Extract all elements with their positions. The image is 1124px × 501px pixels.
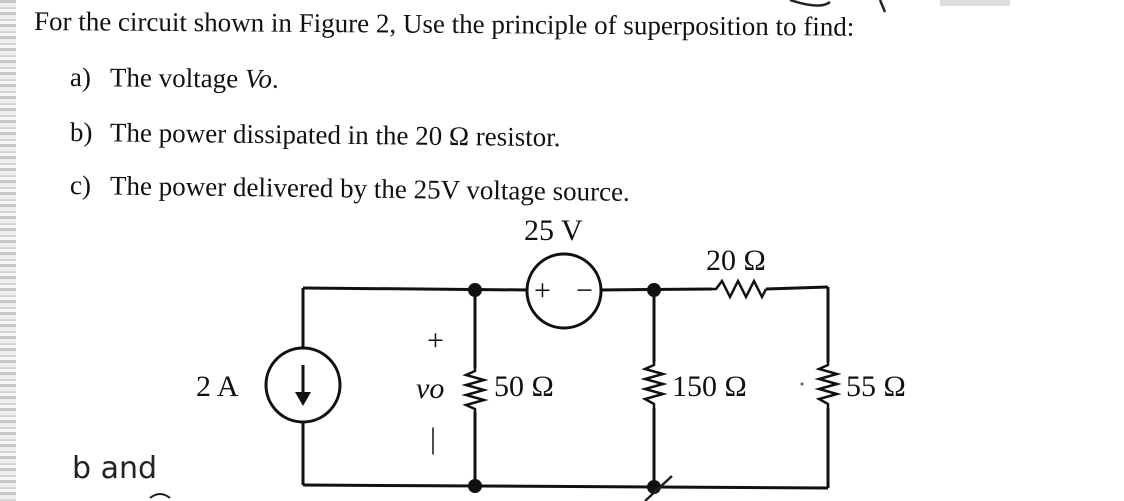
page-top-smudge — [940, 0, 1010, 6]
resistor-150-label: 150 Ω — [672, 370, 747, 403]
vo-minus-sign: | — [430, 422, 436, 455]
wire-top-right — [765, 285, 829, 291]
wire-top-left — [302, 286, 531, 292]
pen-mark-bottom — [644, 475, 673, 501]
scanned-page-edge — [0, 0, 16, 501]
node-top-b — [647, 283, 661, 297]
vo-plus-sign: + — [427, 324, 444, 357]
resistor-50-symbol — [461, 368, 489, 412]
resistor-20-label: 20 Ω — [706, 244, 766, 277]
current-source-label: 2 A — [196, 370, 239, 403]
node-top-a — [468, 283, 482, 297]
resistor-55-label: 55 Ω — [846, 370, 906, 403]
pen-scribble-mark — [789, 0, 887, 13]
resistor-55-symbol — [814, 362, 842, 408]
current-arrow-head — [295, 392, 311, 406]
resistor-50-label: 50 Ω — [494, 370, 554, 403]
voltage-source-minus: − — [576, 274, 593, 307]
vo-label: vo — [416, 372, 444, 405]
resistor-150-symbol — [640, 362, 668, 408]
stray-dot — [800, 382, 804, 386]
voltage-source-symbol — [525, 252, 603, 330]
resistor-20-symbol — [712, 278, 768, 300]
voltage-source-plus: + — [534, 274, 551, 307]
node-bottom-a — [468, 479, 482, 493]
handwritten-note: b and — [72, 451, 157, 486]
voltage-source-label: 25 V — [524, 214, 583, 247]
handwriting-fragment — [149, 493, 171, 499]
wire-bottom — [302, 483, 829, 490]
